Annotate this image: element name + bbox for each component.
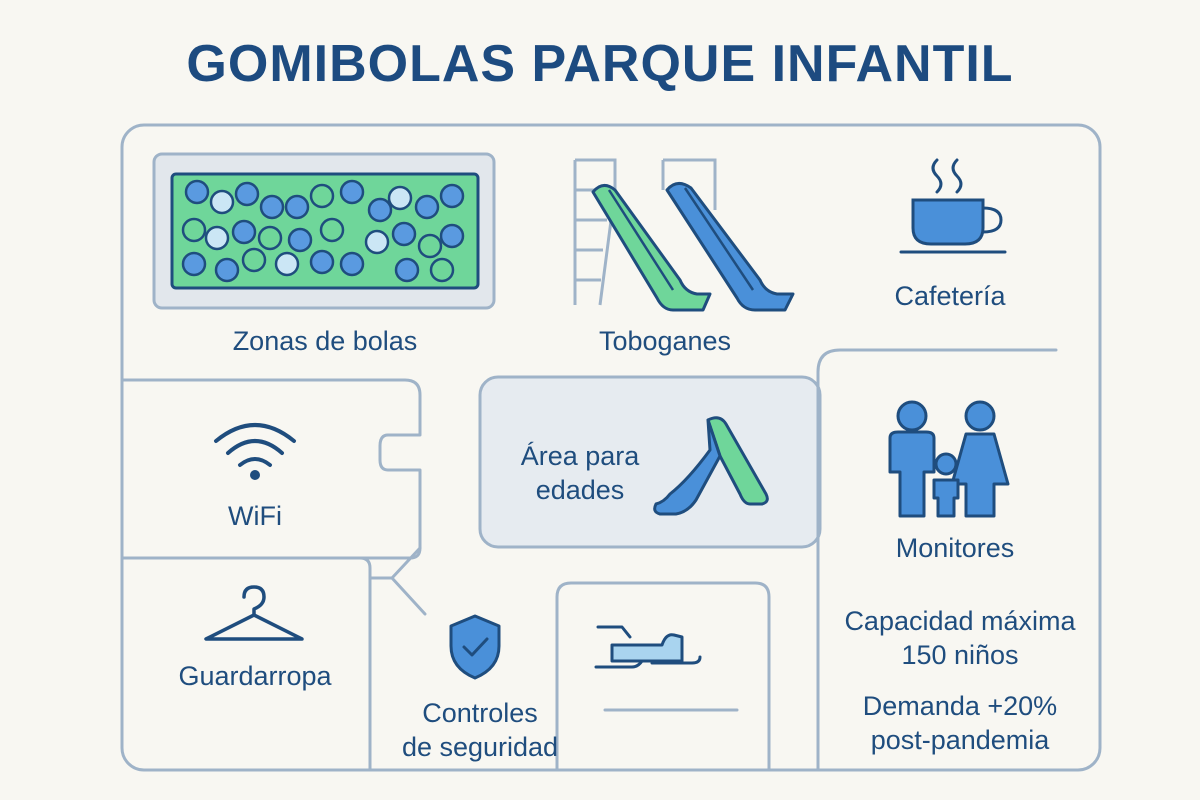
age-area-label: Área para edades: [500, 440, 660, 508]
demand-line1: Demanda +20%: [862, 691, 1058, 721]
safety-label-line1: Controles: [422, 698, 538, 728]
capacity-line1: Capacidad máxima: [844, 606, 1076, 636]
ride-on-toy-icon: [594, 625, 702, 669]
age-area-box: [478, 375, 822, 549]
coffee-cup-icon: [899, 158, 1007, 254]
cloakroom-label: Guardarropa: [178, 661, 332, 691]
slide-icon: [653, 416, 769, 516]
monitors-room-outline: [816, 348, 1058, 772]
wifi-icon: [214, 423, 296, 480]
ball-pit-icon: [152, 152, 496, 310]
safety-label: Controles de seguridad: [400, 697, 560, 765]
demand-text: Demanda +20% post-pandemia: [825, 690, 1095, 758]
hanger-icon: [204, 585, 304, 641]
age-area-label-line1: Área para: [520, 441, 640, 471]
wifi-label: WiFi: [228, 501, 282, 531]
cafe-label: Cafetería: [894, 281, 1006, 311]
family-icon: [888, 400, 1010, 518]
monitors-label: Monitores: [895, 533, 1015, 563]
cloakroom-room-outline: [120, 556, 372, 772]
capacity-text: Capacidad máxima 150 niños: [825, 605, 1095, 673]
bottom-room-outline: [555, 581, 771, 772]
shield-check-icon: [449, 614, 501, 680]
ball-pit-label: Zonas de bolas: [232, 326, 418, 356]
age-area-label-line2: edades: [535, 474, 625, 505]
capacity-line2: 150 niños: [901, 639, 1019, 670]
outer-frame: [120, 123, 1102, 772]
connector-lines: [368, 546, 427, 616]
safety-label-line2: de seguridad: [401, 731, 559, 762]
demand-line2: post-pandemia: [870, 724, 1050, 755]
wifi-room-outline: [120, 378, 422, 560]
slides-label: Toboganes: [598, 326, 732, 356]
slides-icon: [573, 158, 795, 312]
page-title: GOMIBOLAS PARQUE INFANTIL: [186, 35, 1014, 93]
